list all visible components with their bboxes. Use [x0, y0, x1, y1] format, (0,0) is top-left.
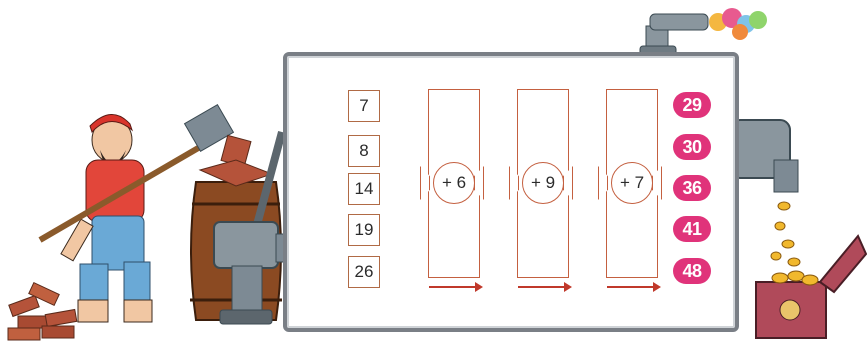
output-bubble: 41	[673, 216, 711, 242]
input-box: 8	[348, 135, 380, 167]
gold-coins-icon	[770, 201, 801, 267]
brick-pile-icon	[7, 281, 78, 341]
treasure-chest-icon	[755, 234, 867, 339]
pirate-icon	[38, 103, 252, 323]
input-box: 7	[348, 90, 380, 122]
input-box: 26	[348, 256, 380, 288]
output-bubble: 29	[673, 92, 711, 118]
operation-plus-6: + 6	[433, 162, 475, 204]
output-bubble: 48	[673, 258, 711, 284]
output-bubble: 36	[673, 175, 711, 201]
input-box: 19	[348, 214, 380, 246]
stage-1-arrow-icon	[429, 282, 483, 292]
steam-pipe-icon	[639, 13, 709, 57]
output-pipe-icon	[729, 119, 799, 193]
input-crank-icon	[213, 130, 289, 325]
rainbow-steam-icon	[709, 8, 767, 40]
operation-plus-7: + 7	[611, 162, 653, 204]
input-box: 14	[348, 173, 380, 205]
output-bubble: 30	[673, 134, 711, 160]
stage-2-arrow-icon	[518, 282, 572, 292]
operation-plus-9: + 9	[522, 162, 564, 204]
stage-3-arrow-icon	[607, 282, 661, 292]
